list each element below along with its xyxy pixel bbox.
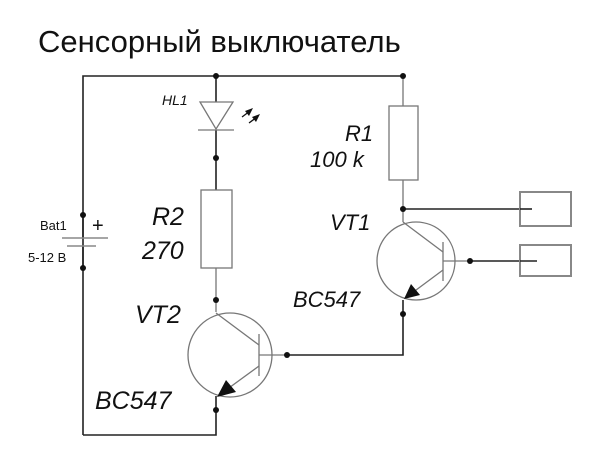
wire-vt1-emitter-vt2-base bbox=[287, 300, 404, 356]
vt1-designator: VT1 bbox=[330, 210, 370, 235]
vt1-envelope bbox=[376, 221, 456, 301]
r2-value: 270 bbox=[141, 237, 184, 265]
junction-dot bbox=[213, 73, 219, 79]
battery-plus-sign: + bbox=[92, 215, 104, 237]
resistor-r1-body bbox=[388, 105, 419, 181]
junction-dot bbox=[80, 212, 86, 218]
wire-left-top bbox=[82, 75, 403, 435]
vt2-envelope bbox=[187, 312, 273, 398]
junction-dot bbox=[284, 352, 290, 358]
vt1-model: BC547 bbox=[293, 287, 361, 312]
resistor-r1: R1 100 k bbox=[310, 105, 419, 181]
vt1-emitter-arrow-icon bbox=[404, 284, 420, 299]
junction-dot bbox=[80, 265, 86, 271]
junction-dot bbox=[213, 155, 219, 161]
junction-dot bbox=[400, 311, 406, 317]
transistor-vt1: VT1 BC547 bbox=[293, 210, 456, 312]
resistor-r2: R2 270 bbox=[141, 189, 233, 269]
junction-dot bbox=[213, 297, 219, 303]
battery-value: 5-12 В bbox=[28, 250, 66, 265]
sensor-pads bbox=[519, 191, 572, 277]
r2-designator: R2 bbox=[152, 203, 184, 231]
resistor-r2-body bbox=[200, 189, 233, 269]
led-diode-triangle bbox=[198, 101, 235, 131]
diagram-title: Сенсорный выключатель bbox=[38, 24, 401, 59]
vt2-emitter-arrow-icon bbox=[217, 380, 236, 397]
junction-dot bbox=[400, 206, 406, 212]
r1-value: 100 k bbox=[310, 147, 365, 172]
junction-dot bbox=[400, 73, 406, 79]
junction-dots bbox=[80, 73, 473, 413]
r1-designator: R1 bbox=[345, 121, 373, 146]
junction-dot bbox=[213, 407, 219, 413]
light-emission-icon bbox=[241, 108, 260, 124]
transistor-vt2: VT2 BC547 bbox=[95, 301, 273, 415]
led-designator: HL1 bbox=[162, 92, 188, 108]
vt1-collector-lead bbox=[402, 221, 444, 253]
battery-designator: Bat1 bbox=[40, 218, 67, 233]
vt2-model: BC547 bbox=[95, 387, 173, 415]
junction-dot bbox=[467, 258, 473, 264]
battery-bat1: Bat1 5-12 В + bbox=[28, 215, 108, 265]
vt2-designator: VT2 bbox=[135, 301, 181, 329]
vt2-collector-lead bbox=[215, 312, 260, 346]
led-hl1: HL1 bbox=[162, 92, 260, 131]
